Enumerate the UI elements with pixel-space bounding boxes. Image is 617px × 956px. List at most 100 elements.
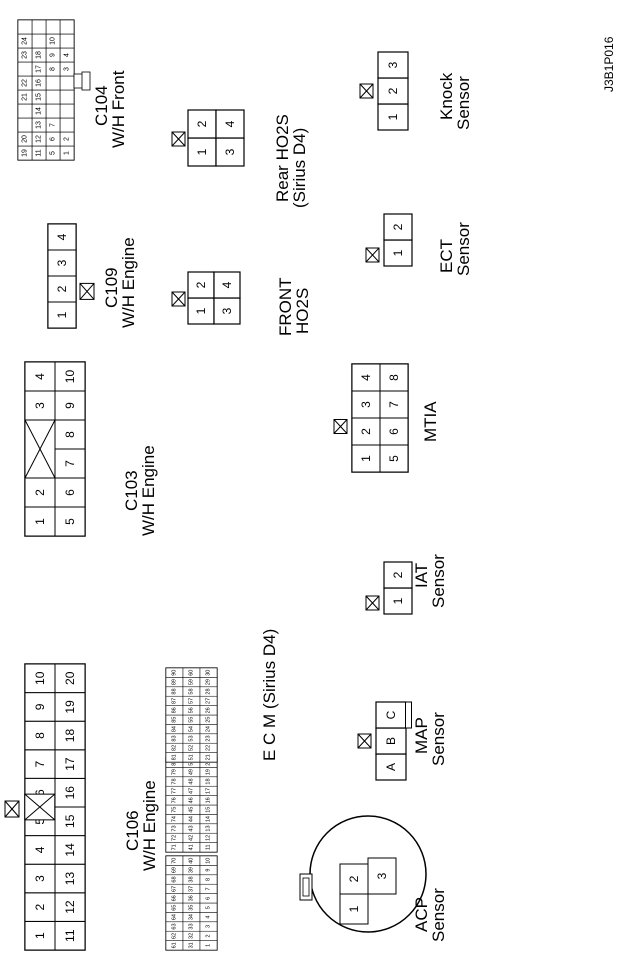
locking-tab-cross [357, 733, 372, 749]
c104-pin-14: 14 [36, 107, 43, 115]
ecm-pin-89: 89 [172, 679, 178, 685]
ecm-pin-12: 12 [206, 835, 212, 841]
ecm-pin-60: 60 [189, 670, 195, 676]
c106-pin-8: 8 [33, 732, 47, 739]
c104-pin-cell [59, 75, 75, 91]
ecm-pin-41: 41 [189, 844, 195, 850]
iat-pin-cell [383, 561, 413, 589]
knock-pin-2: 2 [386, 87, 400, 94]
c104-pin-4: 4 [64, 53, 71, 57]
rear-ho2s-pin-cell [215, 109, 245, 139]
c103-label-line1: C103 [122, 470, 141, 511]
ecm-pin-88: 88 [172, 688, 178, 694]
ecm-pin-30: 30 [206, 670, 212, 676]
locking-tab-cross [24, 419, 56, 479]
ecm-pin-3: 3 [206, 925, 212, 928]
iat-sensor-connector: 12 [365, 561, 413, 615]
ecm-pin-28: 28 [206, 688, 212, 694]
knock-sensor-connector: 123 [359, 51, 409, 131]
ecm-pin-17: 17 [206, 788, 212, 794]
c106-pin-17: 17 [63, 757, 77, 771]
ecm-pin-39: 39 [189, 867, 195, 873]
ecm-pin-43: 43 [189, 825, 195, 831]
ect-label-line2: Sensor [454, 222, 473, 276]
locking-tab-cross [333, 419, 348, 434]
acp-label-line1: ACP [412, 897, 431, 932]
c104-pin-cell [59, 117, 75, 133]
iat-label-line1: IAT [412, 563, 431, 588]
ecm-pin-59: 59 [189, 679, 195, 685]
map-pin-B: B [384, 737, 398, 745]
ecm-pin-70: 70 [172, 858, 178, 864]
c109-pin-2: 2 [55, 285, 69, 292]
ecm-pin-83: 83 [172, 735, 178, 741]
knock-label-line2: Sensor [454, 76, 473, 130]
ecm-pin-29: 29 [206, 679, 212, 685]
ecm-pin-78: 78 [172, 778, 178, 784]
c104-pin-16: 16 [36, 79, 43, 87]
rear-ho2s-pin-3: 3 [223, 148, 237, 155]
mtia-label: MTIA [421, 401, 440, 442]
ecm-pin-80: 80 [172, 760, 178, 766]
c106-label-line1: C106 [123, 810, 142, 851]
c104-pin-15: 15 [36, 93, 43, 101]
ecm-pin-13: 13 [206, 825, 212, 831]
c106-pin-14: 14 [63, 843, 77, 857]
locking-tab-cross [171, 291, 186, 307]
ecm-pin-73: 73 [172, 825, 178, 831]
c106-pin-12: 12 [63, 900, 77, 914]
ecm-pin-9: 9 [206, 869, 212, 872]
front-ho2s-pin-4: 4 [220, 281, 234, 288]
iat-pin-1: 1 [391, 597, 405, 604]
map-body-extension [405, 701, 412, 729]
ecm-pin-35: 35 [189, 905, 195, 911]
ecm-pin-8: 8 [206, 878, 212, 881]
acp-locking-tab-inner [302, 877, 310, 897]
rear-ho2s-pin-1: 1 [195, 148, 209, 155]
c104-pin-21: 21 [22, 93, 29, 101]
ecm-pin-82: 82 [172, 745, 178, 751]
ecm-pin-4: 4 [206, 916, 212, 919]
ecm-pin-22: 22 [206, 745, 212, 751]
knock-pin-1: 1 [386, 113, 400, 120]
ecm-pin-34: 34 [189, 914, 195, 920]
c104-pin-19: 19 [22, 149, 29, 157]
locking-tab-cross [79, 283, 95, 300]
iat-pin-2: 2 [391, 571, 405, 578]
ecm-pin-cell [199, 855, 218, 866]
ecm-pin-47: 47 [189, 788, 195, 794]
locking-tab-cross [4, 800, 20, 818]
c104-pin-3: 3 [64, 67, 71, 71]
ecm-pin-23: 23 [206, 735, 212, 741]
acp-label-line2: Sensor [429, 888, 448, 942]
knock-label-line1: Knock [437, 72, 456, 120]
mtia-pin-3: 3 [359, 401, 373, 408]
mtia-pin-7: 7 [387, 401, 401, 408]
front-ho2s-label-line1: FRONT [276, 277, 295, 336]
ecm-pin-64: 64 [172, 914, 178, 920]
ecm-pin-63: 63 [172, 923, 178, 929]
ecm-pin-51: 51 [189, 754, 195, 760]
rear-ho2s-label-line2: (Sirius D4) [290, 128, 309, 208]
c104-pin-cell [45, 75, 61, 91]
c106-pin-18: 18 [63, 729, 77, 743]
ecm-pin-38: 38 [189, 876, 195, 882]
ecm-pin-77: 77 [172, 788, 178, 794]
c106-label-line2: W/H Engine [140, 780, 159, 871]
front-ho2s-pin-2: 2 [194, 281, 208, 288]
ecm-pin-55: 55 [189, 717, 195, 723]
c106-pin-13: 13 [63, 872, 77, 886]
ecm-pin-62: 62 [172, 933, 178, 939]
locking-tab-cross [359, 83, 374, 99]
acp-pin-cell [367, 857, 397, 895]
ecm-pin-56: 56 [189, 707, 195, 713]
rear-ho2s-pin-2: 2 [195, 120, 209, 127]
ecm-pin-7: 7 [206, 887, 212, 890]
ecm-pin-48: 48 [189, 778, 195, 784]
